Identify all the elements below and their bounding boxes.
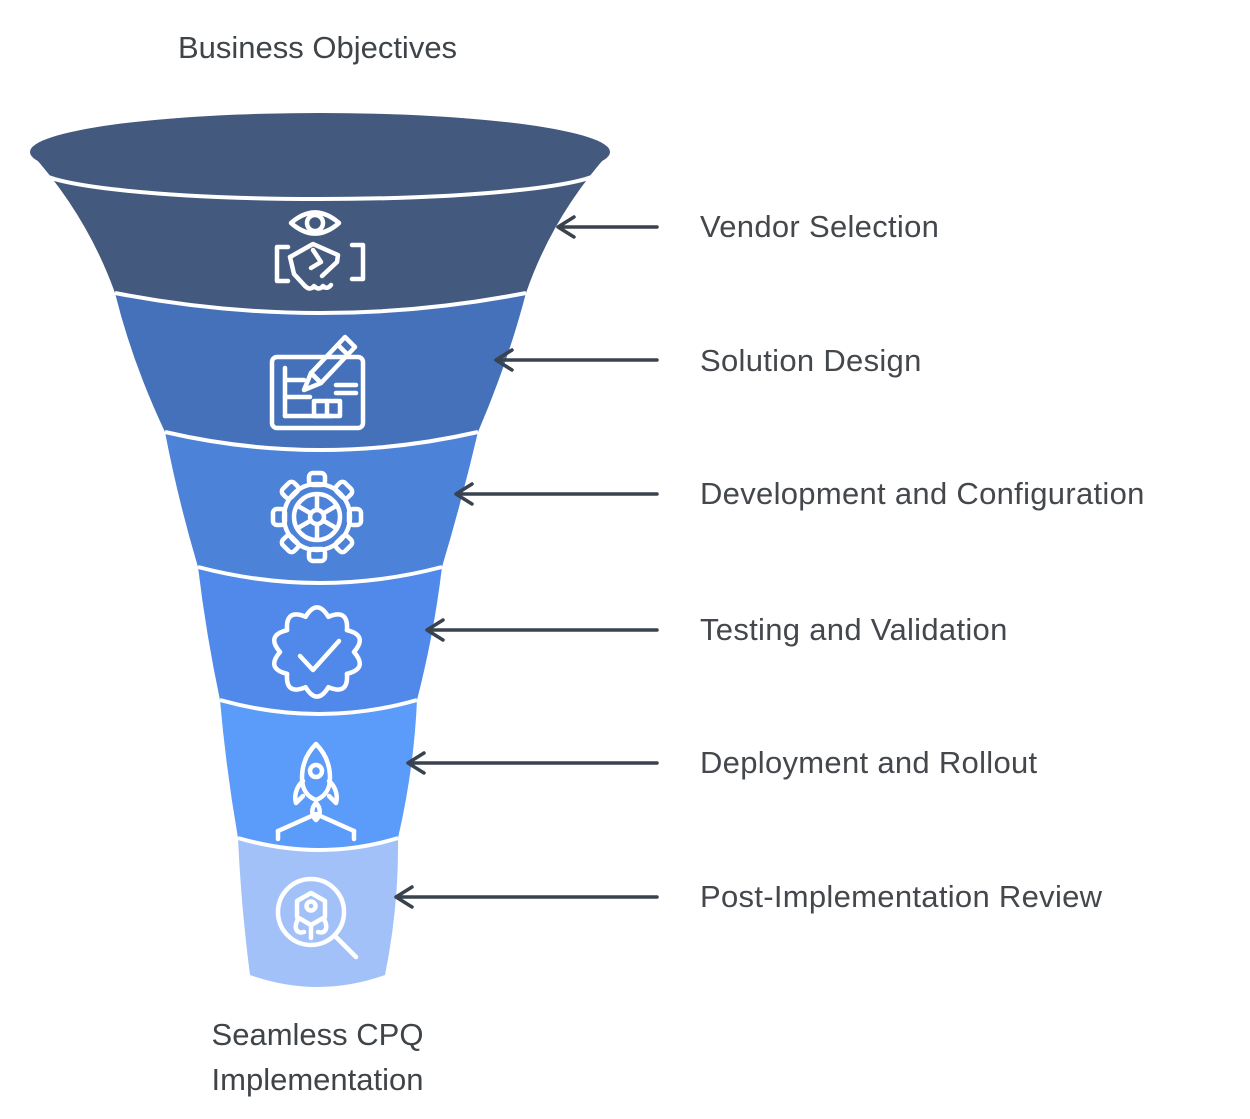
separator-line (219, 698, 418, 716)
arrow-testing-validation (425, 618, 659, 642)
funnel-segment-development-configuration (165, 432, 478, 583)
footer-line-2: Implementation (211, 1062, 424, 1097)
funnel-segment-post-implementation-review (238, 838, 399, 987)
arrow-post-implementation-review (394, 885, 659, 909)
stage-label-vendor-selection: Vendor Selection (700, 209, 940, 244)
badge-check-icon (272, 605, 362, 699)
funnel-segment-testing-validation (198, 567, 442, 714)
funnel-rim-highlight (34, 167, 606, 201)
gear-icon (270, 470, 364, 564)
funnel-segment-solution-design (115, 293, 526, 450)
arrow-vendor-selection (556, 215, 659, 239)
stage-label-solution-design: Solution Design (700, 343, 922, 378)
arrow-deployment-rollout (406, 751, 659, 775)
footer-line-1: Seamless CPQ (211, 1017, 424, 1052)
stage-label-post-implementation-review: Post-Implementation Review (700, 879, 1103, 914)
stage-label-development-configuration: Development and Configuration (700, 476, 1145, 511)
separator-line (197, 565, 443, 585)
arrow-development-configuration (454, 482, 659, 506)
separator-line (114, 291, 527, 315)
stage-label-testing-validation: Testing and Validation (700, 612, 1008, 647)
arrow-solution-design (494, 348, 659, 372)
funnel-top-ellipse (30, 113, 610, 191)
separator-line (164, 430, 479, 452)
eye-handshake-icon (274, 210, 366, 291)
rocket-launch-icon (275, 741, 357, 842)
stage-label-deployment-rollout: Deployment and Rollout (700, 745, 1038, 780)
blueprint-pencil-icon (269, 334, 366, 431)
diagram-title: Business Objectives (177, 30, 458, 65)
magnifier-robot-icon (275, 876, 359, 960)
separator-line (237, 836, 399, 852)
footer-label: Seamless CPQ Implementation (65, 1012, 570, 1102)
